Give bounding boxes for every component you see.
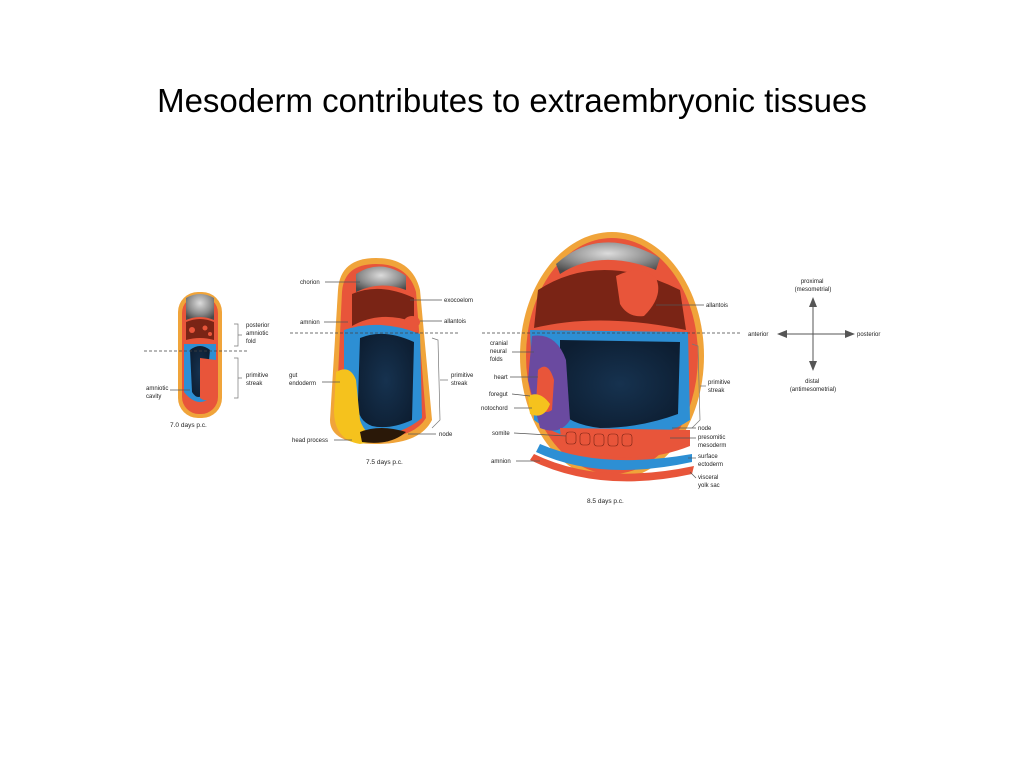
label-posterior-amniotic-fold: posterior amniotic fold xyxy=(246,323,271,345)
label-node-8-5: node xyxy=(698,426,712,432)
exocoelom-7-0 xyxy=(186,319,214,340)
embryo-7-5-days xyxy=(330,258,432,444)
caption-7-0-days: 7.0 days p.c. xyxy=(170,422,207,429)
somite-3 xyxy=(593,433,605,447)
ectoplacental-cone-7-0 xyxy=(186,294,214,320)
arrow-right-icon xyxy=(845,330,855,338)
label-presomitic-mesoderm: presomitic mesoderm xyxy=(698,435,727,449)
label-cranial-neural-folds: cranial neural folds xyxy=(490,341,509,363)
exocoelom-7-5 xyxy=(352,288,414,326)
amnion-8-5 xyxy=(530,454,694,482)
surface-ectoderm-8-5 xyxy=(536,444,692,470)
axis-label-posterior: posterior xyxy=(857,332,880,338)
amniotic-cavity-8-5 xyxy=(560,340,680,428)
foregut-8-5 xyxy=(528,394,550,416)
label-amnion-8-5: amnion xyxy=(491,459,511,465)
label-chorion: chorion xyxy=(300,280,320,286)
somite-1 xyxy=(565,431,577,445)
label-allantois-8-5: allantois xyxy=(706,303,728,309)
caption-7-5-days: 7.5 days p.c. xyxy=(366,459,403,466)
label-somite: somite xyxy=(492,431,510,437)
arrow-up-icon xyxy=(809,297,817,307)
orientation-compass xyxy=(777,297,855,371)
label-visceral-yolk-sac: visceral yolk sac xyxy=(698,475,720,489)
embryo-8-5-days xyxy=(520,232,704,482)
chorion-8-5 xyxy=(556,242,660,274)
label-surface-ectoderm: surface ectoderm xyxy=(698,454,723,468)
allantois-8-5 xyxy=(616,270,659,317)
label-notochord: notochord xyxy=(481,406,508,412)
label-primitive-streak-8-5: primitive streak xyxy=(708,380,732,394)
axis-label-proximal: proximal (mesometrial) xyxy=(795,279,832,293)
arrow-left-icon xyxy=(777,330,787,338)
gut-endoderm-7-5 xyxy=(334,369,384,444)
somite-5 xyxy=(621,433,633,447)
label-allantois-7-5: allantois xyxy=(444,319,466,325)
label-foregut: foregut xyxy=(489,392,508,398)
label-primitive-streak-7-0: primitive streak xyxy=(246,373,270,387)
label-amnion-7-5: amnion xyxy=(300,320,320,326)
axis-label-distal: distal (antimesometrial) xyxy=(790,379,836,393)
axis-label-anterior: anterior xyxy=(748,332,768,338)
label-gut-endoderm: gut endoderm xyxy=(289,373,316,387)
allantois-7-5 xyxy=(404,316,420,328)
slide-title: Mesoderm contributes to extraembryonic t… xyxy=(157,82,867,119)
caption-8-5-days: 8.5 days p.c. xyxy=(587,498,624,505)
label-exocoelom: exocoelom xyxy=(444,298,473,304)
label-amniotic-cavity: amniotic cavity xyxy=(146,386,170,400)
label-primitive-streak-7-5: primitive streak xyxy=(451,373,475,387)
somite-4 xyxy=(607,433,619,447)
label-node-7-5: node xyxy=(439,432,453,438)
label-heart: heart xyxy=(494,375,508,381)
chorion-7-5 xyxy=(356,266,406,292)
label-head-process: head process xyxy=(292,438,328,444)
amniotic-cavity-7-5 xyxy=(357,333,414,428)
arrow-down-icon xyxy=(809,361,817,371)
somite-2 xyxy=(579,432,591,446)
embryo-7-0-days xyxy=(178,292,222,418)
